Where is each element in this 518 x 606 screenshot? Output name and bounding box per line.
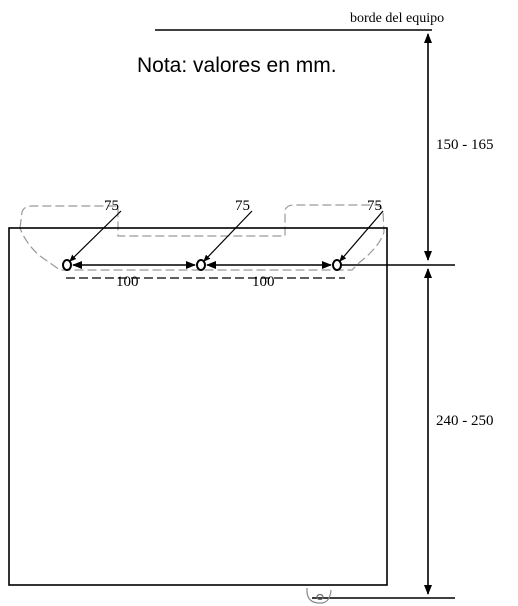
equipment-edge-label: borde del equipo <box>350 11 444 26</box>
mounting-hole-left <box>62 259 72 271</box>
hole-diameter-label-left: 75 <box>104 198 119 214</box>
hole-leader-center <box>203 210 253 262</box>
bottom-connector-hole <box>316 593 324 601</box>
hole-diameter-label-center: 75 <box>235 198 250 214</box>
mounting-hole-right <box>332 259 342 271</box>
note-text: Nota: valores en mm. <box>137 54 337 77</box>
spacing-label-left: 100 <box>116 274 139 290</box>
mounting-hole-center <box>196 259 206 271</box>
equipment-body <box>8 227 388 586</box>
bracket-outline <box>19 204 385 271</box>
upper-dimension-label: 150 - 165 <box>436 137 494 153</box>
bottom-connector-tab <box>306 587 332 604</box>
lower-dimension-label: 240 - 250 <box>436 413 494 429</box>
spacing-label-right: 100 <box>252 274 275 290</box>
hole-leader-left <box>69 210 122 262</box>
hole-leader-right <box>339 210 384 262</box>
hole-diameter-label-right: 75 <box>367 198 382 214</box>
